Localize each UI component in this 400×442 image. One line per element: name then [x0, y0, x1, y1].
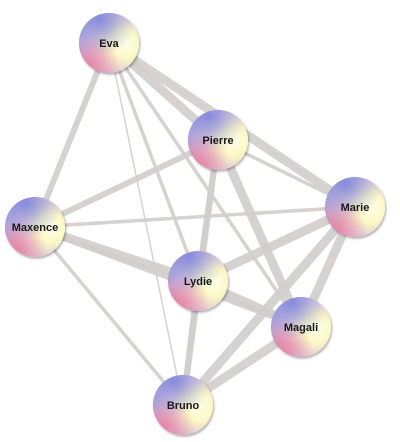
node-sphere-shade-blue — [168, 251, 228, 311]
node-label: Bruno — [167, 400, 200, 412]
node-sphere-shade-blue — [5, 197, 65, 257]
node-marie[interactable]: Marie — [325, 177, 385, 237]
node-lydie[interactable]: Lydie — [168, 251, 228, 311]
edge-eva-bruno — [108, 42, 184, 406]
node-sphere-shade-blue — [153, 375, 213, 435]
edge-pierre-magali — [213, 135, 306, 332]
nodes-layer: Eva Pierre Maxence Marie Lydie — [5, 13, 385, 435]
edge-marie-bruno — [178, 202, 360, 410]
node-maxence[interactable]: Maxence — [5, 197, 65, 257]
edge-maxence-bruno — [33, 225, 185, 407]
edge-eva-lydie — [107, 41, 200, 283]
node-label: Marie — [341, 202, 370, 214]
node-label: Pierre — [202, 135, 233, 147]
node-sphere-shade-blue — [188, 110, 248, 170]
node-magali[interactable]: Magali — [271, 297, 331, 357]
node-sphere-shade-blue — [325, 177, 385, 237]
edge-pierre-maxence — [32, 137, 221, 230]
node-sphere-shade-blue — [271, 297, 331, 357]
node-pierre[interactable]: Pierre — [188, 110, 248, 170]
node-label: Magali — [284, 322, 318, 334]
node-eva[interactable]: Eva — [79, 13, 139, 73]
node-label: Maxence — [12, 222, 58, 234]
edge-eva-magali — [107, 41, 303, 329]
edge-maxence-marie — [33, 205, 357, 229]
node-label: Eva — [99, 38, 119, 50]
edge-eva-maxence — [32, 40, 112, 230]
node-label: Lydie — [184, 276, 212, 288]
node-sphere-shade-blue — [79, 13, 139, 73]
node-bruno[interactable]: Bruno — [153, 375, 213, 435]
